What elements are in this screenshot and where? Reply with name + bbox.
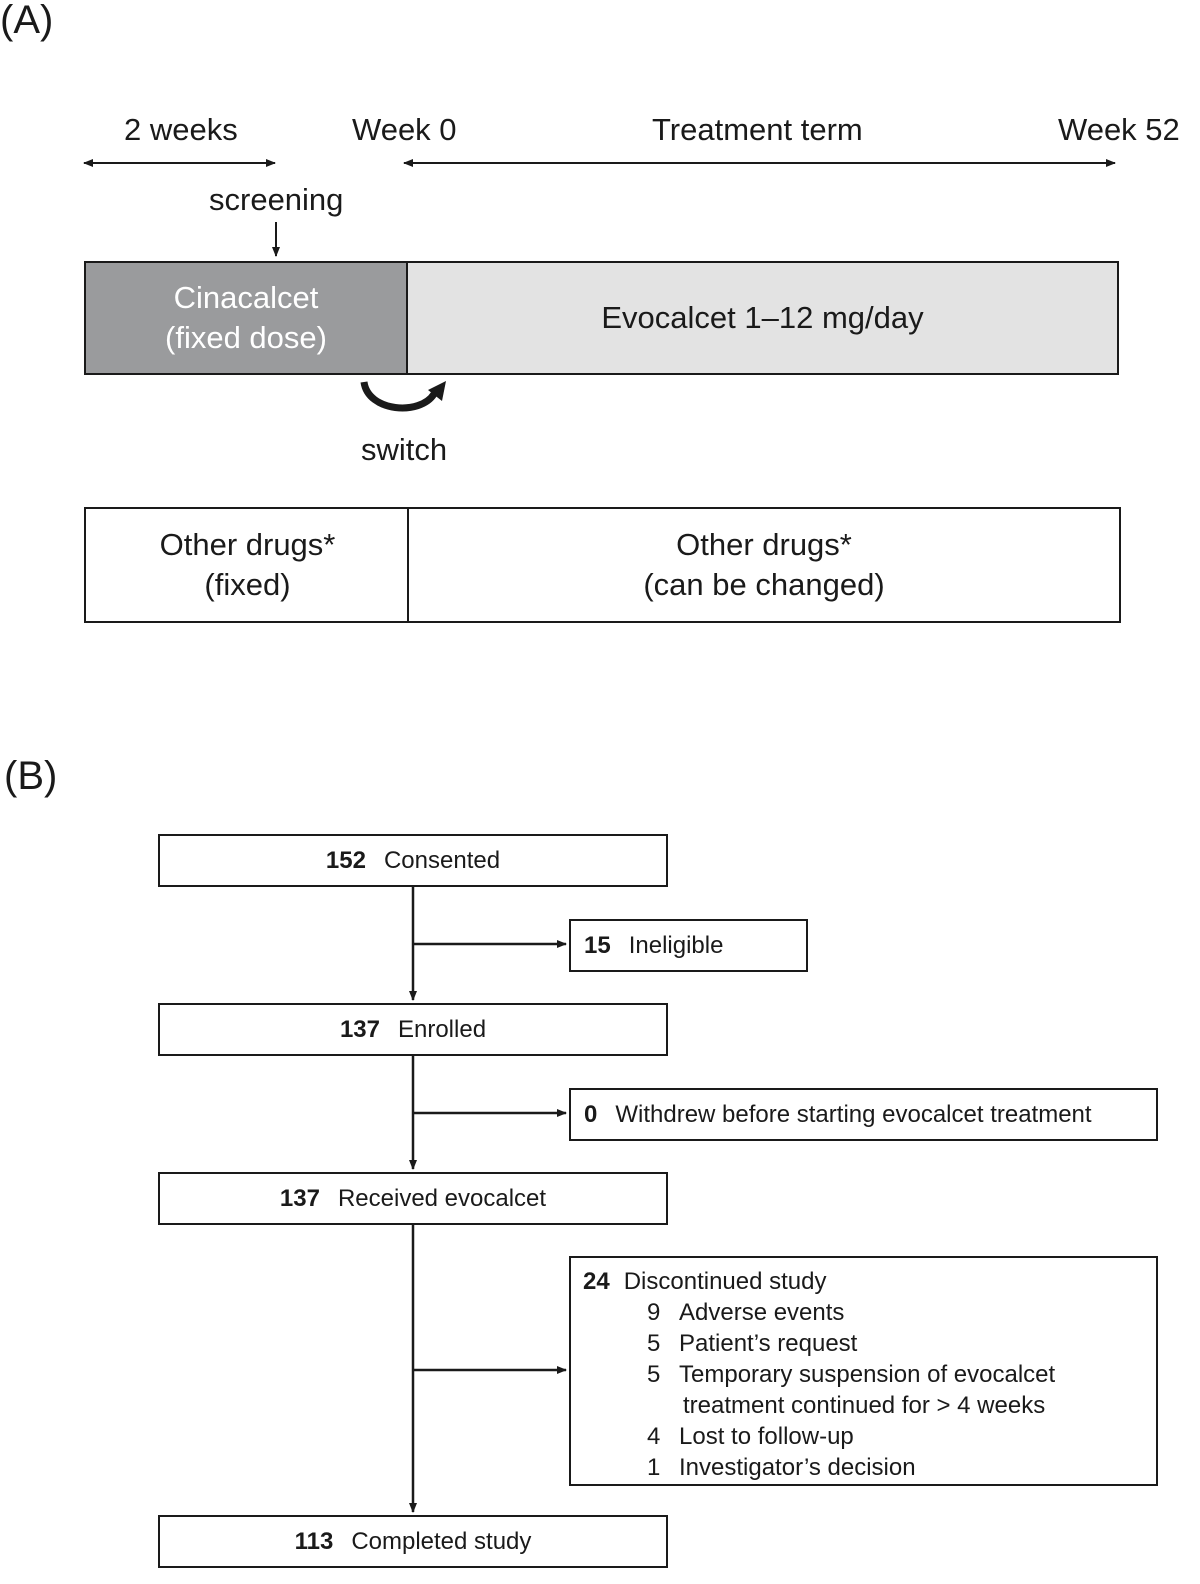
cinacalcet-box: Cinacalcet (fixed dose) xyxy=(84,261,406,375)
other-drugs-changed-line1: Other drugs* xyxy=(676,527,852,562)
ineligible-text: Ineligible xyxy=(628,931,724,959)
reason-text: treatment continued for > 4 weeks xyxy=(683,1392,1046,1419)
received-count: 137 xyxy=(279,1184,320,1212)
discontinued-text: Discontinued study xyxy=(623,1268,827,1295)
reason-count: 4 xyxy=(647,1423,661,1450)
cinacalcet-line1: Cinacalcet xyxy=(173,280,319,315)
completed-count: 113 xyxy=(294,1527,334,1555)
consented-box: 152 Consented xyxy=(158,834,668,887)
received-box: 137 Received evocalcet xyxy=(158,1172,668,1225)
reason-count: 9 xyxy=(647,1299,661,1326)
ineligible-count: 15 xyxy=(584,931,611,959)
enrolled-box: 137 Enrolled xyxy=(158,1003,668,1056)
received-text: Received evocalcet xyxy=(337,1184,547,1212)
other-drugs-changed-line2: (can be changed) xyxy=(643,567,885,602)
withdrew-text: Withdrew before starting evocalcet treat… xyxy=(615,1100,1092,1128)
discontinued-count: 24 xyxy=(583,1268,610,1295)
switch-arrow-icon xyxy=(360,381,437,412)
reason-count: 5 xyxy=(647,1361,661,1388)
reason-row: 5 Patient’s request xyxy=(647,1332,857,1356)
reason-row: 1 Investigator’s decision xyxy=(647,1456,916,1480)
withdrew-count: 0 xyxy=(584,1100,598,1128)
evocalcet-label: Evocalcet 1–12 mg/day xyxy=(601,300,924,335)
panel-b-label: (B) xyxy=(4,754,58,798)
screening-label: screening xyxy=(209,182,344,217)
reason-text: Adverse events xyxy=(679,1299,845,1326)
reason-count: 1 xyxy=(647,1454,661,1481)
consented-text: Consented xyxy=(383,846,501,874)
withdrew-box: 0 Withdrew before starting evocalcet tre… xyxy=(569,1088,1158,1141)
ineligible-box: 15 Ineligible xyxy=(569,919,808,972)
reason-row: 4 Lost to follow-up xyxy=(647,1425,854,1449)
reason-text: Patient’s request xyxy=(679,1330,858,1357)
cinacalcet-line2: (fixed dose) xyxy=(165,320,327,355)
week52-label: Week 52 xyxy=(1058,112,1180,147)
reason-count: 5 xyxy=(647,1330,661,1357)
reason-text: Lost to follow-up xyxy=(679,1423,854,1450)
discontinued-box: 24 Discontinued study 9 Adverse events 5 Pa… xyxy=(569,1256,1158,1486)
two-weeks-label: 2 weeks xyxy=(124,112,238,147)
panel-a-label: (A) xyxy=(0,0,54,42)
reason-row: 9 Adverse events xyxy=(647,1301,844,1325)
consented-count: 152 xyxy=(325,846,366,874)
reason-row-continued: treatment continued for > 4 weeks xyxy=(683,1394,1045,1418)
reason-text: Investigator’s decision xyxy=(679,1454,916,1481)
week0-label: Week 0 xyxy=(352,112,457,147)
other-drugs-fixed-box: Other drugs* (fixed) xyxy=(84,507,409,623)
completed-box: 113 Completed study xyxy=(158,1515,668,1568)
treatment-term-label: Treatment term xyxy=(652,112,863,147)
completed-text: Completed study xyxy=(351,1527,532,1555)
reason-text: Temporary suspension of evocalcet xyxy=(679,1361,1056,1388)
other-drugs-changed-box: Other drugs* (can be changed) xyxy=(407,507,1121,623)
other-drugs-fixed-line1: Other drugs* xyxy=(159,527,336,562)
enrolled-text: Enrolled xyxy=(397,1015,487,1043)
switch-label: switch xyxy=(361,432,448,467)
discontinued-header: 24 Discontinued study xyxy=(583,1270,826,1294)
enrolled-count: 137 xyxy=(339,1015,380,1043)
reason-row: 5 Temporary suspension of evocalcet xyxy=(647,1363,1055,1387)
other-drugs-fixed-line2: (fixed) xyxy=(204,567,291,602)
evocalcet-box: Evocalcet 1–12 mg/day xyxy=(406,261,1119,375)
